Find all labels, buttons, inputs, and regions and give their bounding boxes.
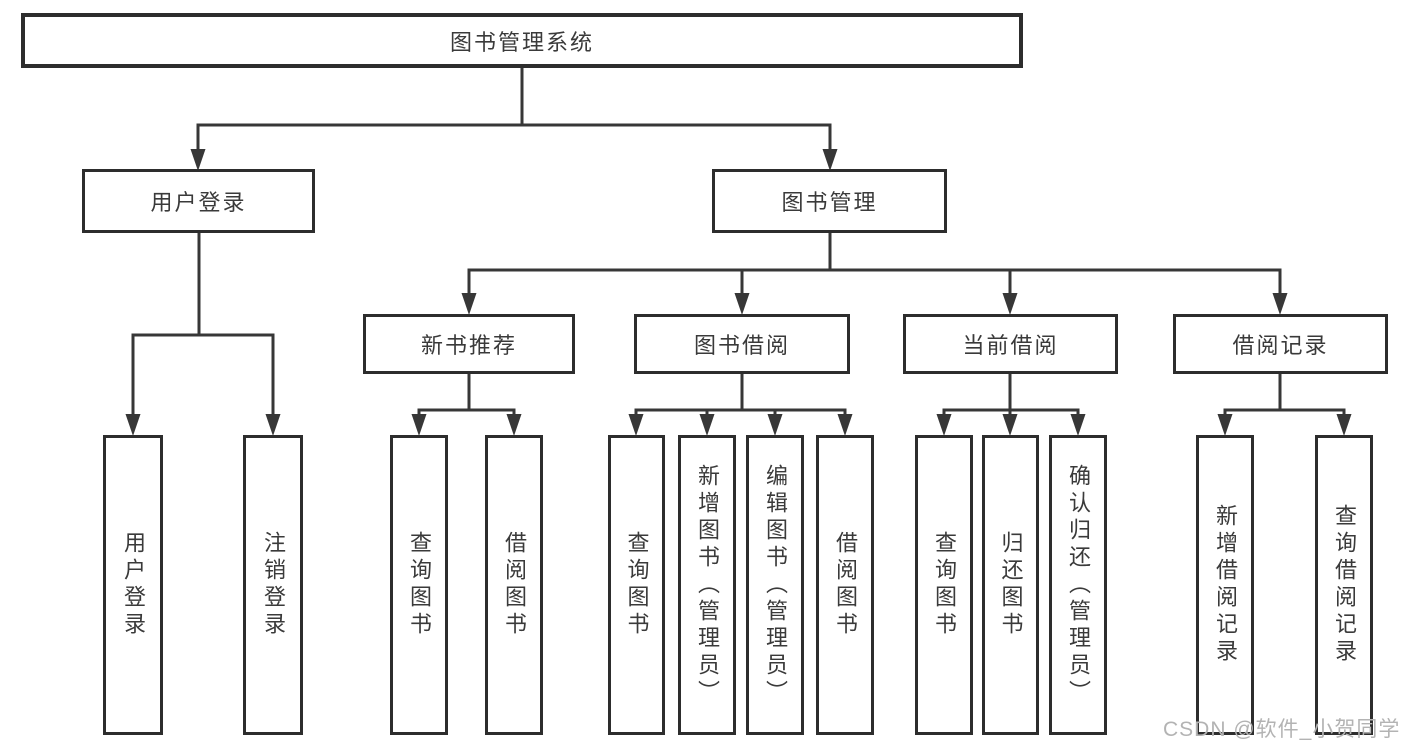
leaf-borrow-books-recommendation: 借阅图书 xyxy=(485,435,543,735)
arrow-down-icon xyxy=(265,414,281,436)
connector-book-borrowing-children xyxy=(628,372,853,436)
leaf-confirm-return-admin: 确认归还（管理员） xyxy=(1049,435,1107,735)
arrow-down-icon xyxy=(734,293,750,315)
leaf-search-books-recommendation: 查询图书 xyxy=(390,435,448,735)
arrow-down-icon xyxy=(837,414,853,436)
leaf-add-borrow-record: 新增借阅记录 xyxy=(1196,435,1254,735)
arrow-down-icon xyxy=(411,414,427,436)
leaf-search-borrow-record: 查询借阅记录 xyxy=(1315,435,1373,735)
arrow-down-icon xyxy=(822,149,838,171)
arrow-down-icon xyxy=(628,414,644,436)
connector-new-book-recommendation-children xyxy=(411,372,522,436)
arrow-down-icon xyxy=(699,414,715,436)
arrow-down-icon xyxy=(1217,414,1233,436)
node-new-book-recommendation: 新书推荐 xyxy=(363,314,575,374)
arrow-down-icon xyxy=(461,293,477,315)
node-library-management-system: 图书管理系统 xyxy=(21,13,1023,68)
connector-book-management-children xyxy=(461,231,1288,315)
leaf-borrow-books-borrowing: 借阅图书 xyxy=(816,435,874,735)
arrow-down-icon xyxy=(1002,414,1018,436)
connector-borrowing-records-children xyxy=(1217,372,1352,436)
arrow-down-icon xyxy=(1272,293,1288,315)
arrow-down-icon xyxy=(190,149,206,171)
node-book-management: 图书管理 xyxy=(712,169,947,233)
leaf-search-books-borrowing: 查询图书 xyxy=(608,435,665,735)
arrow-down-icon xyxy=(125,414,141,436)
leaf-edit-books-admin: 编辑图书（管理员） xyxy=(746,435,804,735)
leaf-search-books-current: 查询图书 xyxy=(915,435,973,735)
node-book-borrowing: 图书借阅 xyxy=(634,314,850,374)
connector-root-to-level2 xyxy=(190,66,838,171)
node-user-login: 用户登录 xyxy=(82,169,315,233)
arrow-down-icon xyxy=(506,414,522,436)
arrow-down-icon xyxy=(1070,414,1086,436)
arrow-down-icon xyxy=(1336,414,1352,436)
arrow-down-icon xyxy=(936,414,952,436)
leaf-user-login: 用户登录 xyxy=(103,435,163,735)
connector-current-borrowing-children xyxy=(936,372,1086,436)
node-borrowing-records: 借阅记录 xyxy=(1173,314,1388,374)
connector-user-login-children xyxy=(125,231,281,436)
leaf-add-books-admin: 新增图书（管理员） xyxy=(678,435,736,735)
leaf-return-books: 归还图书 xyxy=(982,435,1039,735)
csdn-watermark: CSDN @软件_小贺同学 xyxy=(1163,718,1401,741)
arrow-down-icon xyxy=(1002,293,1018,315)
node-current-borrowing: 当前借阅 xyxy=(903,314,1118,374)
arrow-down-icon xyxy=(767,414,783,436)
leaf-logout: 注销登录 xyxy=(243,435,303,735)
